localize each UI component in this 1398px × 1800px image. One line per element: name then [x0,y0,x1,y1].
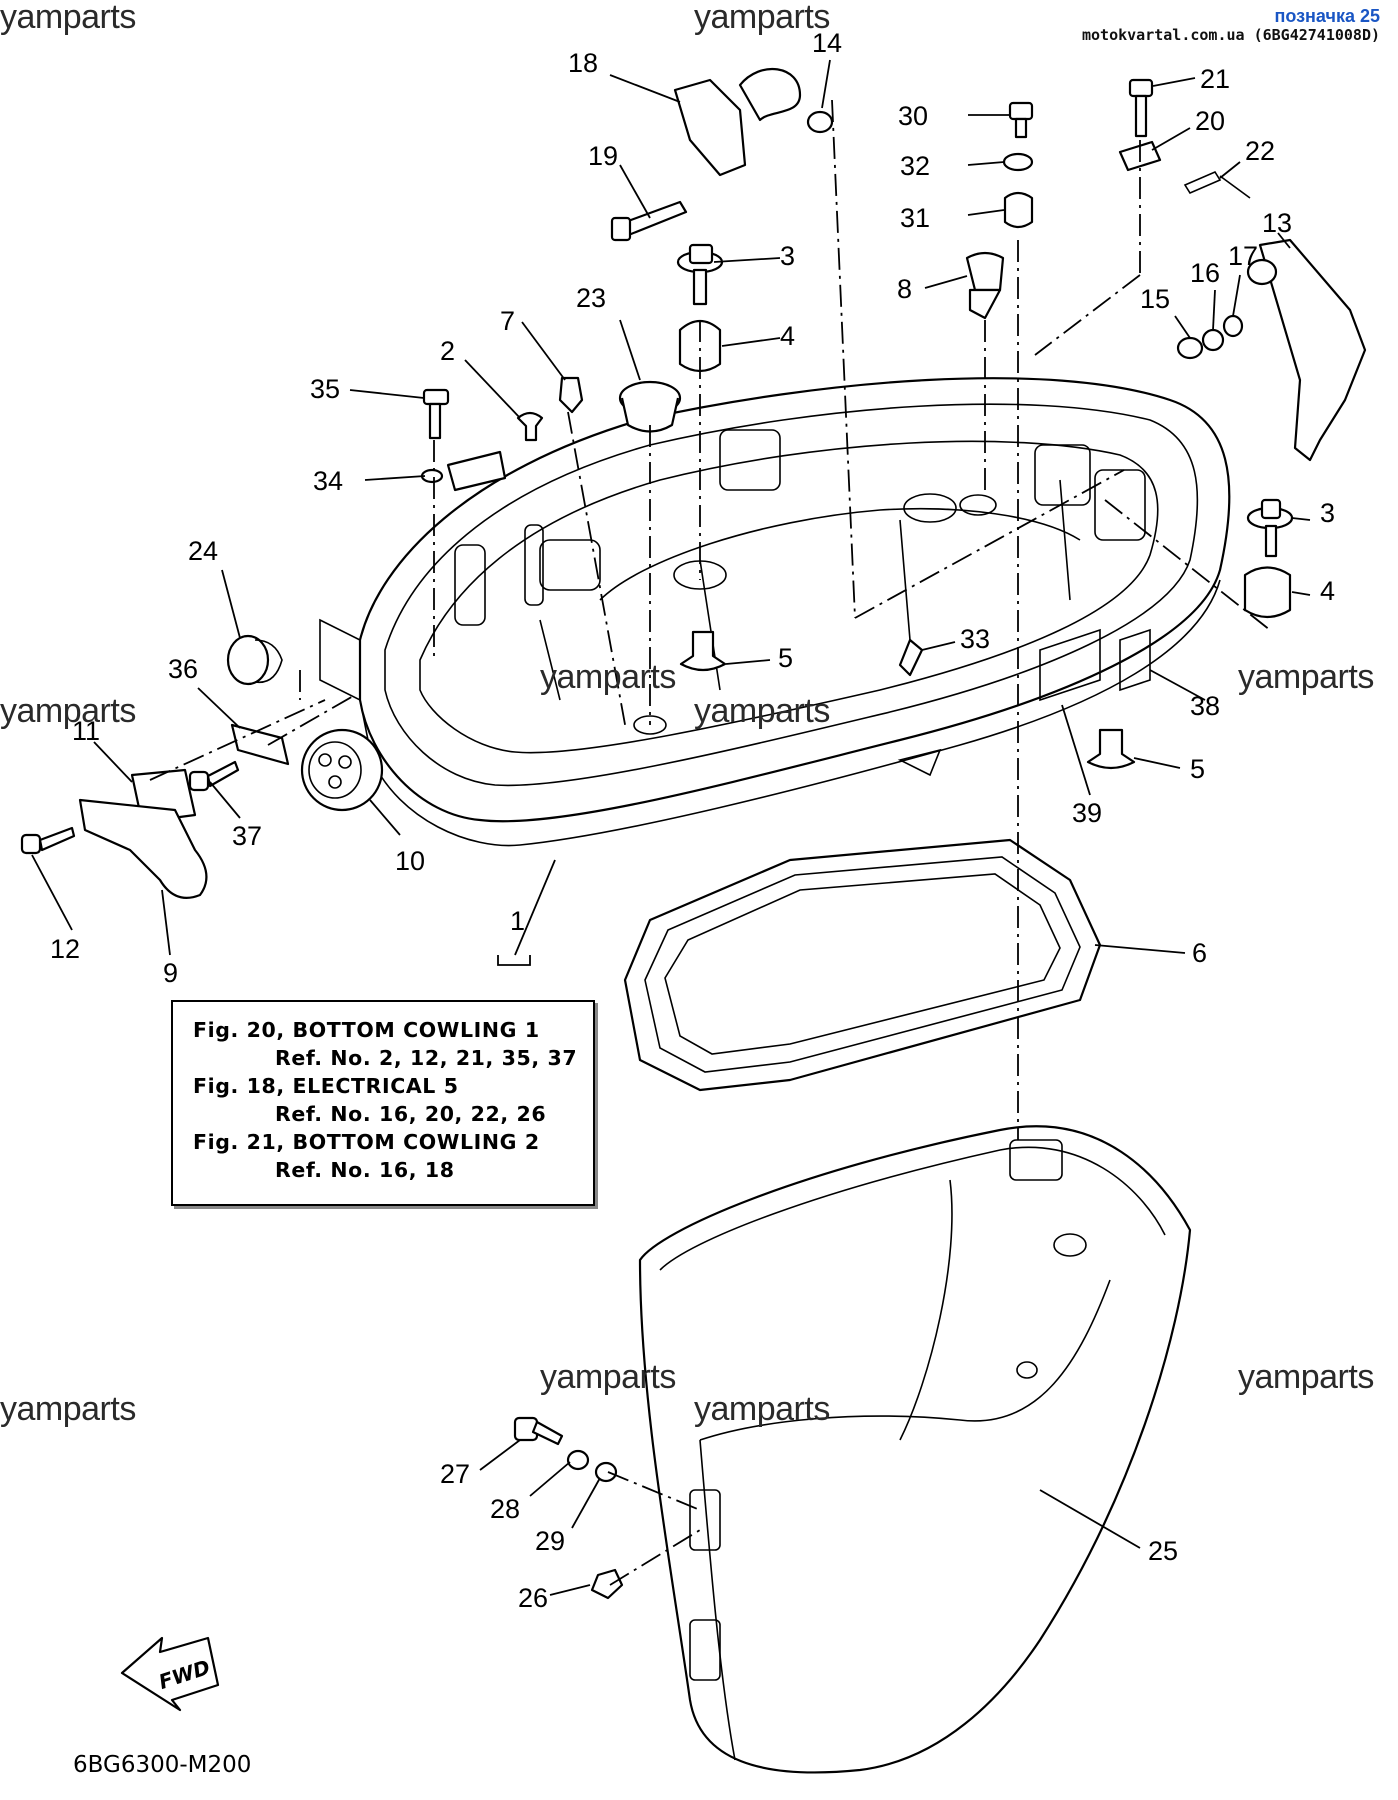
small-parts [20,67,1367,1712]
callout-17: 17 [1228,241,1258,271]
watermark: yamparts [694,0,830,36]
callout-24: 24 [188,536,218,566]
watermarks: yamparts yamparts yamparts yamparts yamp… [0,0,1374,1428]
watermark: yamparts [1238,658,1374,696]
ref-entry-refs: Ref. No. 2, 12, 21, 35, 37 [275,1046,578,1070]
callout-15: 15 [1140,284,1170,314]
callout-32: 32 [900,151,930,181]
callout-11: 11 [72,716,100,746]
callout-34: 34 [313,466,343,496]
callout-9: 9 [163,958,178,988]
watermark: yamparts [694,1390,830,1428]
ref-entry-title: Fig. 18, ELECTRICAL 5 [193,1074,459,1098]
bottom-cowling [319,377,1231,847]
badge-subtitle: motokvartal.com.ua (6BG42741008D) [1081,25,1380,44]
ref-entry-refs: Ref. No. 16, 18 [275,1158,455,1182]
callout-1: 1 [510,906,525,936]
callout-38: 38 [1190,691,1220,721]
callout-5-right: 5 [1190,754,1205,784]
callout-20: 20 [1195,106,1225,136]
callout-4-right: 4 [1320,576,1335,606]
callout-35: 35 [310,374,340,404]
watermark: yamparts [540,1358,676,1396]
callout-2: 2 [440,336,455,366]
callout-23: 23 [576,283,606,313]
watermark: yamparts [694,692,830,730]
callout-labels: 1 2 3 3 4 4 5 5 6 7 8 9 10 11 12 13 14 1… [50,28,1335,1613]
source-badge: позначка 25 motokvartal.com.ua (6BG42741… [1082,6,1380,44]
callout-30: 30 [898,101,928,131]
callout-33: 33 [960,624,990,654]
callout-29: 29 [535,1526,565,1556]
callout-3: 3 [780,241,795,271]
badge-title: позначка 25 [1274,6,1380,26]
callout-4: 4 [780,321,795,351]
lower-apron [638,1125,1192,1774]
watermark: yamparts [0,1390,136,1428]
callout-10: 10 [395,846,425,876]
callout-37: 37 [232,821,262,851]
ref-entry-title: Fig. 20, BOTTOM COWLING 1 [193,1018,540,1042]
callout-18: 18 [568,48,598,78]
callout-36: 36 [168,654,198,684]
leader-lines [31,59,1311,1596]
callout-27: 27 [440,1459,470,1489]
callout-26: 26 [518,1583,548,1613]
watermark: yamparts [1238,1358,1374,1396]
callout-31: 31 [900,203,930,233]
callout-6: 6 [1192,938,1207,968]
callout-5: 5 [778,643,793,673]
callout-12: 12 [50,934,80,964]
callout-39: 39 [1072,798,1102,828]
callout-19: 19 [588,141,618,171]
callout-14: 14 [812,28,842,58]
reference-box: Fig. 20, BOTTOM COWLING 1 Ref. No. 2, 12… [171,1000,595,1206]
callout-13: 13 [1262,208,1292,238]
ref-entry-refs: Ref. No. 16, 20, 22, 26 [275,1102,547,1126]
watermark: yamparts [0,0,136,36]
drawing-code: 6BG6300-M200 [73,1752,252,1778]
callout-22: 22 [1245,136,1275,166]
cowling-seal [623,838,1102,1092]
callout-21: 21 [1200,64,1230,94]
alignment-lines [149,99,1271,1586]
callout-7: 7 [500,306,515,336]
ref-entry-title: Fig. 21, BOTTOM COWLING 2 [193,1130,540,1154]
callout-25: 25 [1148,1536,1178,1566]
callout-8: 8 [897,274,912,304]
callout-3-right: 3 [1320,498,1335,528]
watermark: yamparts [0,692,136,730]
watermark: yamparts [540,658,676,696]
callout-28: 28 [490,1494,520,1524]
callout-16: 16 [1190,258,1220,288]
